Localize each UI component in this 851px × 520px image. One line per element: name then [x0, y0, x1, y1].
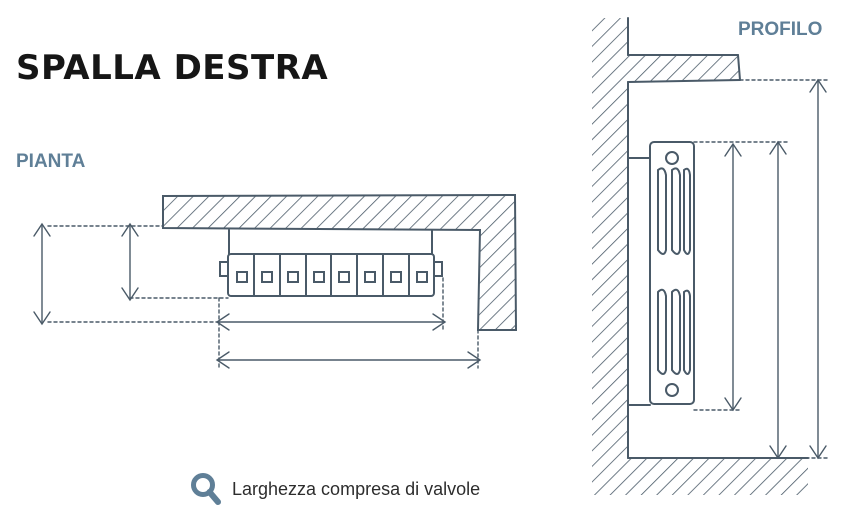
plan-view-label: PIANTA [16, 151, 86, 172]
plan-drawing [33, 193, 518, 369]
profile-dimensions [693, 78, 831, 460]
page-title: SPALLA DESTRA [16, 48, 329, 88]
caption: Larghezza compresa di valvole [190, 472, 480, 506]
profile-wall [592, 18, 808, 495]
plan-wall [162, 193, 518, 331]
profile-radiator [627, 141, 695, 406]
magnifier-icon [191, 473, 221, 505]
caption-text: Larghezza compresa di valvole [232, 478, 481, 499]
profile-drawing [592, 17, 831, 495]
plan-radiator [219, 229, 443, 297]
profile-view-label: PROFILO [738, 19, 823, 40]
plan-dimensions [33, 222, 482, 369]
